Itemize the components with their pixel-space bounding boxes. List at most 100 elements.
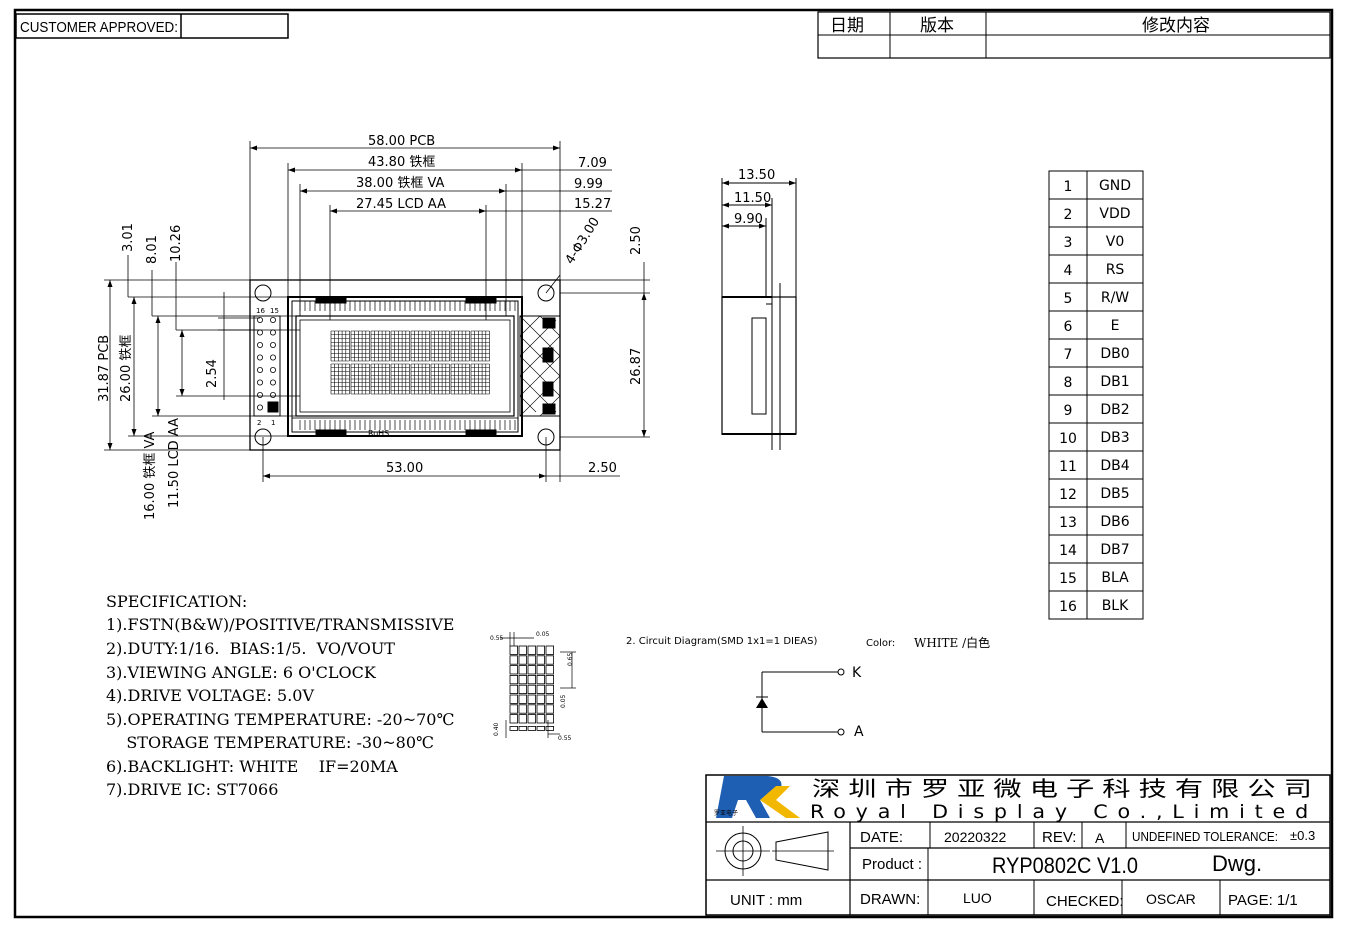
spec-line: STORAGE TEMPERATURE: -30~80℃: [106, 733, 434, 752]
dot: [545, 675, 554, 685]
character-cells: [330, 330, 490, 395]
dwg-label: Dwg.: [1212, 851, 1262, 876]
dot: [509, 714, 518, 724]
char-cell: [370, 363, 390, 395]
dot: [527, 704, 536, 714]
pin-name: DB2: [1100, 402, 1129, 418]
header-pin: [269, 379, 276, 386]
header-pin: [256, 341, 263, 348]
dim-pcb-width: 58.00 PCB: [368, 134, 435, 149]
dot: [518, 645, 527, 655]
circuit-k: K: [852, 665, 862, 681]
spec-line: 4).DRIVE VOLTAGE: 5.0V: [106, 686, 314, 705]
dot-dim-4: 0.05: [560, 694, 567, 708]
pin-row: 15 BLA: [1048, 562, 1144, 592]
dot: [527, 645, 536, 655]
pin-number: 1: [1064, 179, 1073, 195]
pin-number: 7: [1064, 347, 1073, 363]
circuit-a: A: [854, 724, 864, 740]
title-block: [705, 774, 1331, 916]
circuit-color-label: Color:: [866, 638, 895, 649]
dim-side-2: 11.50: [734, 191, 771, 206]
dot: [518, 675, 527, 685]
dim-right-3: 15.27: [574, 197, 611, 212]
dot: [509, 694, 518, 704]
product-value: RYP0802C V1.0: [992, 853, 1138, 878]
dim-right-1: 7.09: [578, 156, 607, 171]
specification: SPECIFICATION: 1).FSTN(B&W)/POSITIVE/TRA…: [106, 592, 454, 799]
company-name-en: Royal Display Co.,Limited: [810, 801, 1318, 823]
char-cell: [450, 330, 470, 362]
char-cell: [330, 330, 350, 362]
dim-frame-width: 43.80 铁框: [368, 155, 435, 170]
pin-name: GND: [1099, 178, 1131, 194]
char-cell: [330, 363, 350, 395]
rohs-mark: RoHS: [368, 429, 389, 438]
company-logo: 罗亚电子: [714, 776, 800, 818]
header-pin: [256, 316, 263, 323]
customer-approved-label: CUSTOMER APPROVED:: [20, 19, 178, 36]
drawn-value: LUO: [963, 890, 992, 906]
dot: [536, 645, 545, 655]
dot: [545, 684, 554, 695]
circuit-title: 2. Circuit Diagram(SMD 1x1=1 DIEAS): [626, 636, 817, 647]
pin-number: 2: [1064, 207, 1073, 223]
char-cell: [470, 330, 490, 362]
char-cell: [410, 363, 430, 395]
checked-value: OSCAR: [1146, 891, 1196, 907]
date-value: 20220322: [944, 829, 1007, 845]
pin-number: 6: [1064, 319, 1073, 335]
dot: [536, 704, 545, 714]
dot: [518, 694, 527, 704]
metal-frame: [287, 296, 523, 437]
rev-value: A: [1095, 830, 1105, 846]
revision-table: 日期 版本 修改内容: [817, 11, 1331, 59]
date-label: DATE:: [860, 829, 903, 846]
pin-number: 5: [1064, 291, 1073, 307]
cursor-dot: [536, 726, 545, 731]
diode-symbol: [756, 698, 768, 708]
pin-name: BLK: [1102, 598, 1129, 614]
spec-line: 2).DUTY:1/16. BIAS:1/5. VO/VOUT: [106, 639, 395, 658]
pin-name: RS: [1106, 262, 1125, 278]
logo-small-text: 罗亚电子: [714, 809, 738, 817]
dim-hole-offset: 2.50: [588, 461, 617, 476]
pin-name: R/W: [1101, 290, 1129, 306]
dot: [545, 694, 554, 704]
pin-number: 15: [1059, 571, 1077, 587]
header-pin: [269, 341, 276, 348]
cursor-dot: [527, 726, 536, 731]
front-view: [249, 279, 561, 451]
char-cell: [430, 363, 450, 395]
dim-pcb-height: 31.87 PCB: [97, 335, 112, 402]
mount-hole: [537, 284, 555, 302]
dim-right-height: 26.87: [629, 348, 644, 385]
pin-name: BLA: [1101, 570, 1129, 586]
pin-name: DB6: [1100, 514, 1129, 530]
header-pin: [256, 404, 263, 411]
pin-name: DB5: [1100, 486, 1129, 502]
unit-label: UNIT : mm: [730, 892, 802, 909]
dot: [527, 694, 536, 704]
dot-dim-2: 0.05: [536, 631, 550, 638]
dim-aa-height: 11.50 LCD AA: [167, 418, 182, 508]
cursor-dot: [509, 726, 518, 731]
dim-side-3: 9.90: [734, 212, 763, 227]
header-pin: [256, 329, 263, 336]
dot: [518, 704, 527, 714]
frame-ticks: [299, 301, 516, 430]
dim-side-1: 13.50: [738, 168, 775, 183]
dim-va-height: 16.00 铁框 VA: [143, 431, 158, 520]
dim-hole-span: 53.00: [386, 461, 423, 476]
dot: [545, 645, 554, 655]
dot: [536, 714, 545, 724]
dot-dim-3: 0.65: [567, 652, 574, 666]
